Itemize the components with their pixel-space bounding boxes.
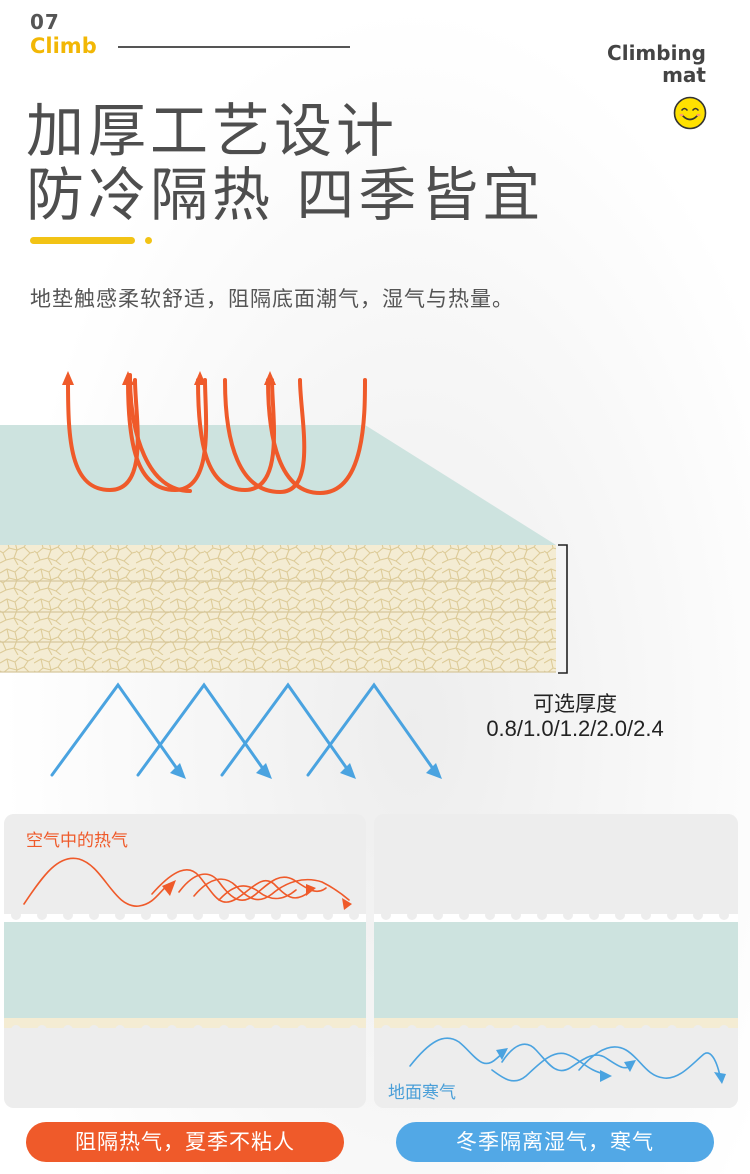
mat-foam-layer	[0, 545, 556, 673]
winter-cold-illustration	[374, 814, 738, 1108]
header-rule	[118, 46, 350, 48]
brand-line-2: mat	[662, 63, 706, 87]
mat-top-layer	[0, 425, 556, 545]
thickness-bracket	[558, 544, 568, 674]
page-title-line-1: 加厚工艺设计	[26, 97, 399, 165]
smiley-icon	[673, 96, 707, 130]
heat-arrowheads	[62, 371, 276, 385]
thickness-options: 0.8/1.0/1.2/2.0/2.4	[486, 716, 664, 741]
moisture-arrowheads	[170, 763, 442, 779]
accent-dot	[145, 237, 152, 244]
mat-cross-section-diagram	[0, 371, 568, 779]
hot-air-label: 空气中的热气	[26, 831, 128, 851]
heat-rising-arrows	[66, 373, 367, 496]
thickness-label: 可选厚度	[533, 693, 617, 716]
summer-benefit-badge: 阻隔热气，夏季不粘人	[26, 1122, 344, 1162]
moisture-reflect-arrows	[50, 682, 438, 777]
section-number: 07	[30, 10, 60, 34]
brand-line-1: Climbing	[607, 41, 706, 65]
page-title-line-2: 防冷隔热 四季皆宜	[26, 161, 545, 229]
winter-benefit-badge: 冬季隔离湿气，寒气	[396, 1122, 714, 1162]
summer-heat-illustration	[4, 814, 366, 1108]
winter-cold-panel: 地面寒气	[374, 814, 738, 1108]
summer-heat-panel: 空气中的热气	[4, 814, 366, 1108]
section-word: Climb	[30, 34, 97, 58]
accent-bar	[30, 237, 135, 244]
ground-cold-label: 地面寒气	[388, 1083, 456, 1103]
feature-description: 地垫触感柔软舒适，阻隔底面潮气，湿气与热量。	[30, 287, 514, 311]
